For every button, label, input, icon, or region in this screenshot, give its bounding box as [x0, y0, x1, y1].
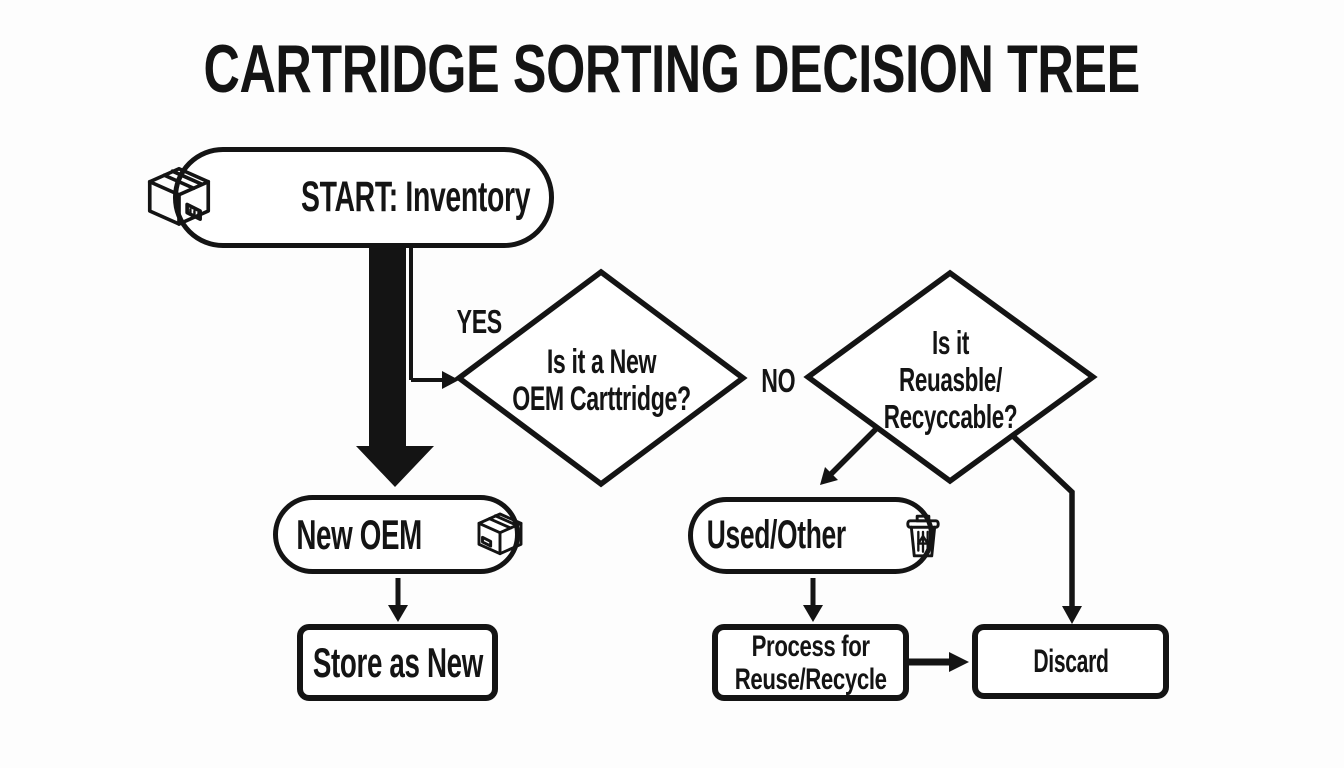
node-label-line: Reuse/Recycle — [734, 662, 887, 696]
node-used-other: Used/Other — [688, 497, 940, 574]
decision-line: Is it — [932, 324, 969, 361]
arrow-used-other-to-process-head — [803, 605, 823, 622]
arrow-decision2-to-discard-line — [1012, 435, 1075, 609]
decision-line: Recyccable? — [883, 398, 1018, 435]
arrow-decision2-to-used-other-line — [829, 427, 878, 476]
arrow-start-to-new-oem — [356, 246, 434, 487]
package-box-icon — [471, 507, 529, 563]
node-label: Used/Other — [706, 513, 846, 557]
edge-label-no: NO — [761, 362, 795, 399]
arrow-decision2-to-used-other-head — [820, 467, 838, 485]
decision-line: Reuasble/ — [899, 361, 1002, 398]
node-label: START: Inventory — [300, 173, 531, 221]
node-new-oem: New OEM — [273, 495, 523, 574]
package-box-icon — [138, 159, 220, 237]
arrow-start-to-decision1 — [409, 246, 444, 382]
decision-new-oem-text: Is it a New OEM Carttridge? — [461, 344, 742, 418]
arrow-process-to-discard-head — [949, 652, 969, 672]
decision-new-oem-diamond — [454, 268, 748, 488]
arrow-decision2-to-discard-head — [1062, 606, 1082, 624]
node-label-line: Process for — [751, 629, 870, 663]
node-label: Store as New — [312, 638, 483, 686]
node-process-reuse-recycle: Process for Reuse/Recycle — [712, 624, 909, 701]
arrow-new-oem-to-store-head — [388, 605, 408, 622]
decision-reusable-diamond — [803, 269, 1098, 485]
node-label: New OEM — [296, 510, 423, 558]
decision-line: Is it a New — [546, 343, 657, 381]
page-title-text: CARTRIDGE SORTING DECISION TREE — [203, 31, 1141, 107]
arrowhead-into-decision1 — [442, 371, 459, 389]
node-label: Discard — [1032, 643, 1109, 679]
node-discard: Discard — [972, 624, 1169, 699]
decision-line: OEM Carttridge? — [512, 380, 691, 418]
decision-reusable-text: Is it Reuasble/ Recyccable? — [808, 324, 1093, 435]
trash-can-icon — [895, 508, 951, 564]
node-start-inventory: START: Inventory — [147, 147, 554, 248]
page-title: CARTRIDGE SORTING DECISION TREE — [0, 34, 1344, 104]
edge-label-yes: YES — [456, 303, 502, 340]
node-store-as-new: Store as New — [297, 624, 498, 701]
